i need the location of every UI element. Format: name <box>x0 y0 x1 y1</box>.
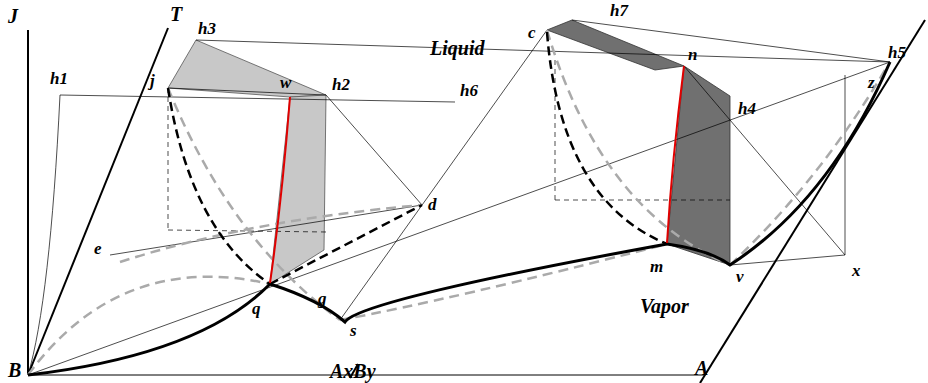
point-label: q <box>252 300 261 317</box>
point-label: A <box>695 358 708 378</box>
point-label: h6 <box>460 82 478 99</box>
j-axis <box>27 30 29 375</box>
point-label: h1 <box>50 70 68 87</box>
t-axis <box>28 28 168 375</box>
construction-lines <box>28 20 890 375</box>
point-label: c <box>528 24 536 41</box>
point-label: w <box>280 74 291 91</box>
vapor-curve <box>28 62 890 375</box>
point-label: g <box>318 290 327 307</box>
grey-curves <box>28 30 885 375</box>
point-label: h7 <box>610 2 628 19</box>
point-label: h5 <box>888 44 906 61</box>
point-label: n <box>688 46 697 63</box>
point-label: v <box>736 268 744 285</box>
point-label: J <box>8 6 18 26</box>
point-label: s <box>350 322 357 339</box>
red-curves <box>270 66 684 283</box>
a-axis <box>700 20 925 383</box>
dashed-guides <box>168 60 730 232</box>
point-label: e <box>94 240 102 257</box>
point-label: m <box>650 258 663 275</box>
point-label: AxBy <box>330 361 376 381</box>
point-label: h3 <box>198 20 216 37</box>
point-label: T <box>170 4 182 24</box>
light-surface <box>168 40 326 97</box>
point-label: Liquid <box>430 38 484 58</box>
point-label: h4 <box>738 100 756 117</box>
point-label: z <box>868 74 875 91</box>
dashed-curves <box>168 32 667 284</box>
point-label: h2 <box>332 76 350 93</box>
point-label: d <box>428 196 437 213</box>
point-label: B <box>8 360 21 380</box>
point-label: j <box>150 72 155 89</box>
point-label: Vapor <box>640 296 689 316</box>
light-band <box>270 95 326 284</box>
point-label: x <box>852 262 861 279</box>
dark-surface <box>547 20 684 70</box>
